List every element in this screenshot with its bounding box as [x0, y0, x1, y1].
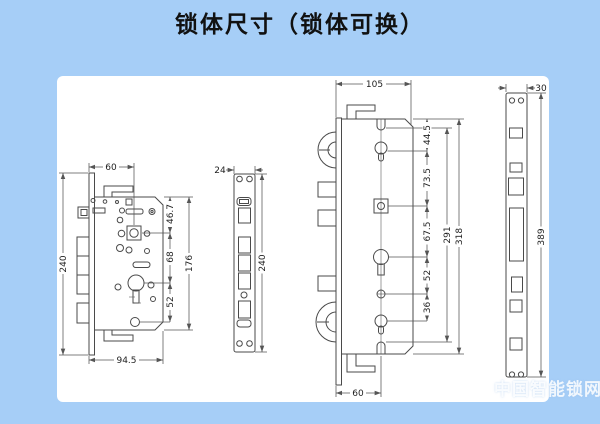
cloud-logo-icon	[454, 375, 490, 402]
dim-label-case-height-large: 318	[455, 228, 465, 245]
large-faceplate-diagram: 30 389	[498, 84, 547, 378]
spindle-hole	[126, 225, 142, 241]
latch-bolts	[76, 206, 91, 324]
dim-label-hole1-to-spindle: 73.5	[423, 168, 433, 188]
bottom-hook	[103, 330, 134, 342]
dim-label-spindle-to-cylinder-large: 67.5	[423, 221, 433, 241]
dim-label-top-to-spindle: 46.7	[166, 204, 176, 224]
dim-label-total-depth: 94.5	[116, 356, 136, 366]
dim-label-cylinder-to-screw: 52	[423, 270, 433, 281]
faceplate-openings-large	[508, 97, 525, 378]
top-hook	[103, 185, 134, 197]
dim-label-top-to-hole1: 44.5	[423, 125, 433, 145]
watermark-text: 中国智能锁网	[494, 379, 600, 400]
top-hook-large	[346, 104, 376, 119]
lock-case-outline	[94, 196, 164, 331]
large-lock-body-diagram: 105 60 44.5 73.5 67.5 52 36 291 318	[315, 79, 465, 399]
dim-label-top-width: 105	[366, 80, 383, 90]
dim-label-screw-to-hole2: 36	[423, 302, 433, 314]
dim-label-plate-width-large: 30	[535, 84, 547, 94]
dim-label-backset-large: 60	[352, 389, 364, 399]
dim-label-plate-width-small: 24	[214, 166, 226, 176]
lock-case-outline-large	[341, 118, 414, 355]
faceplate-openings	[236, 175, 253, 347]
edge-rollers-and-bolts	[315, 131, 342, 343]
small-lock-body-diagram: 60 94.5 240 46.7 68 52 176	[58, 162, 195, 366]
knob-hole	[130, 317, 140, 327]
dim-label-plate-height-large: 389	[537, 228, 547, 245]
small-faceplate-diagram: 24 240	[214, 166, 268, 353]
keyhole-top	[374, 141, 388, 155]
dim-label-cylinder-to-knob: 52	[166, 296, 176, 307]
dim-label-plate-height2: 240	[258, 254, 268, 271]
faceplate-edge	[88, 172, 95, 356]
bottom-hook-large	[346, 354, 376, 373]
dim-label-backset-small: 60	[105, 163, 117, 173]
dim-label-plate-height-small: 240	[59, 255, 69, 272]
dim-label-slot-span: 291	[443, 226, 453, 243]
page-title: 锁体尺寸（锁体可换）	[175, 12, 425, 38]
faceplate-edge-large	[335, 117, 342, 386]
dim-label-spindle-to-cylinder-small: 68	[166, 251, 176, 263]
faceplate-outline	[233, 173, 256, 353]
dim-label-case-height-small: 176	[185, 255, 195, 272]
watermark: 中国智能锁网	[452, 372, 600, 402]
